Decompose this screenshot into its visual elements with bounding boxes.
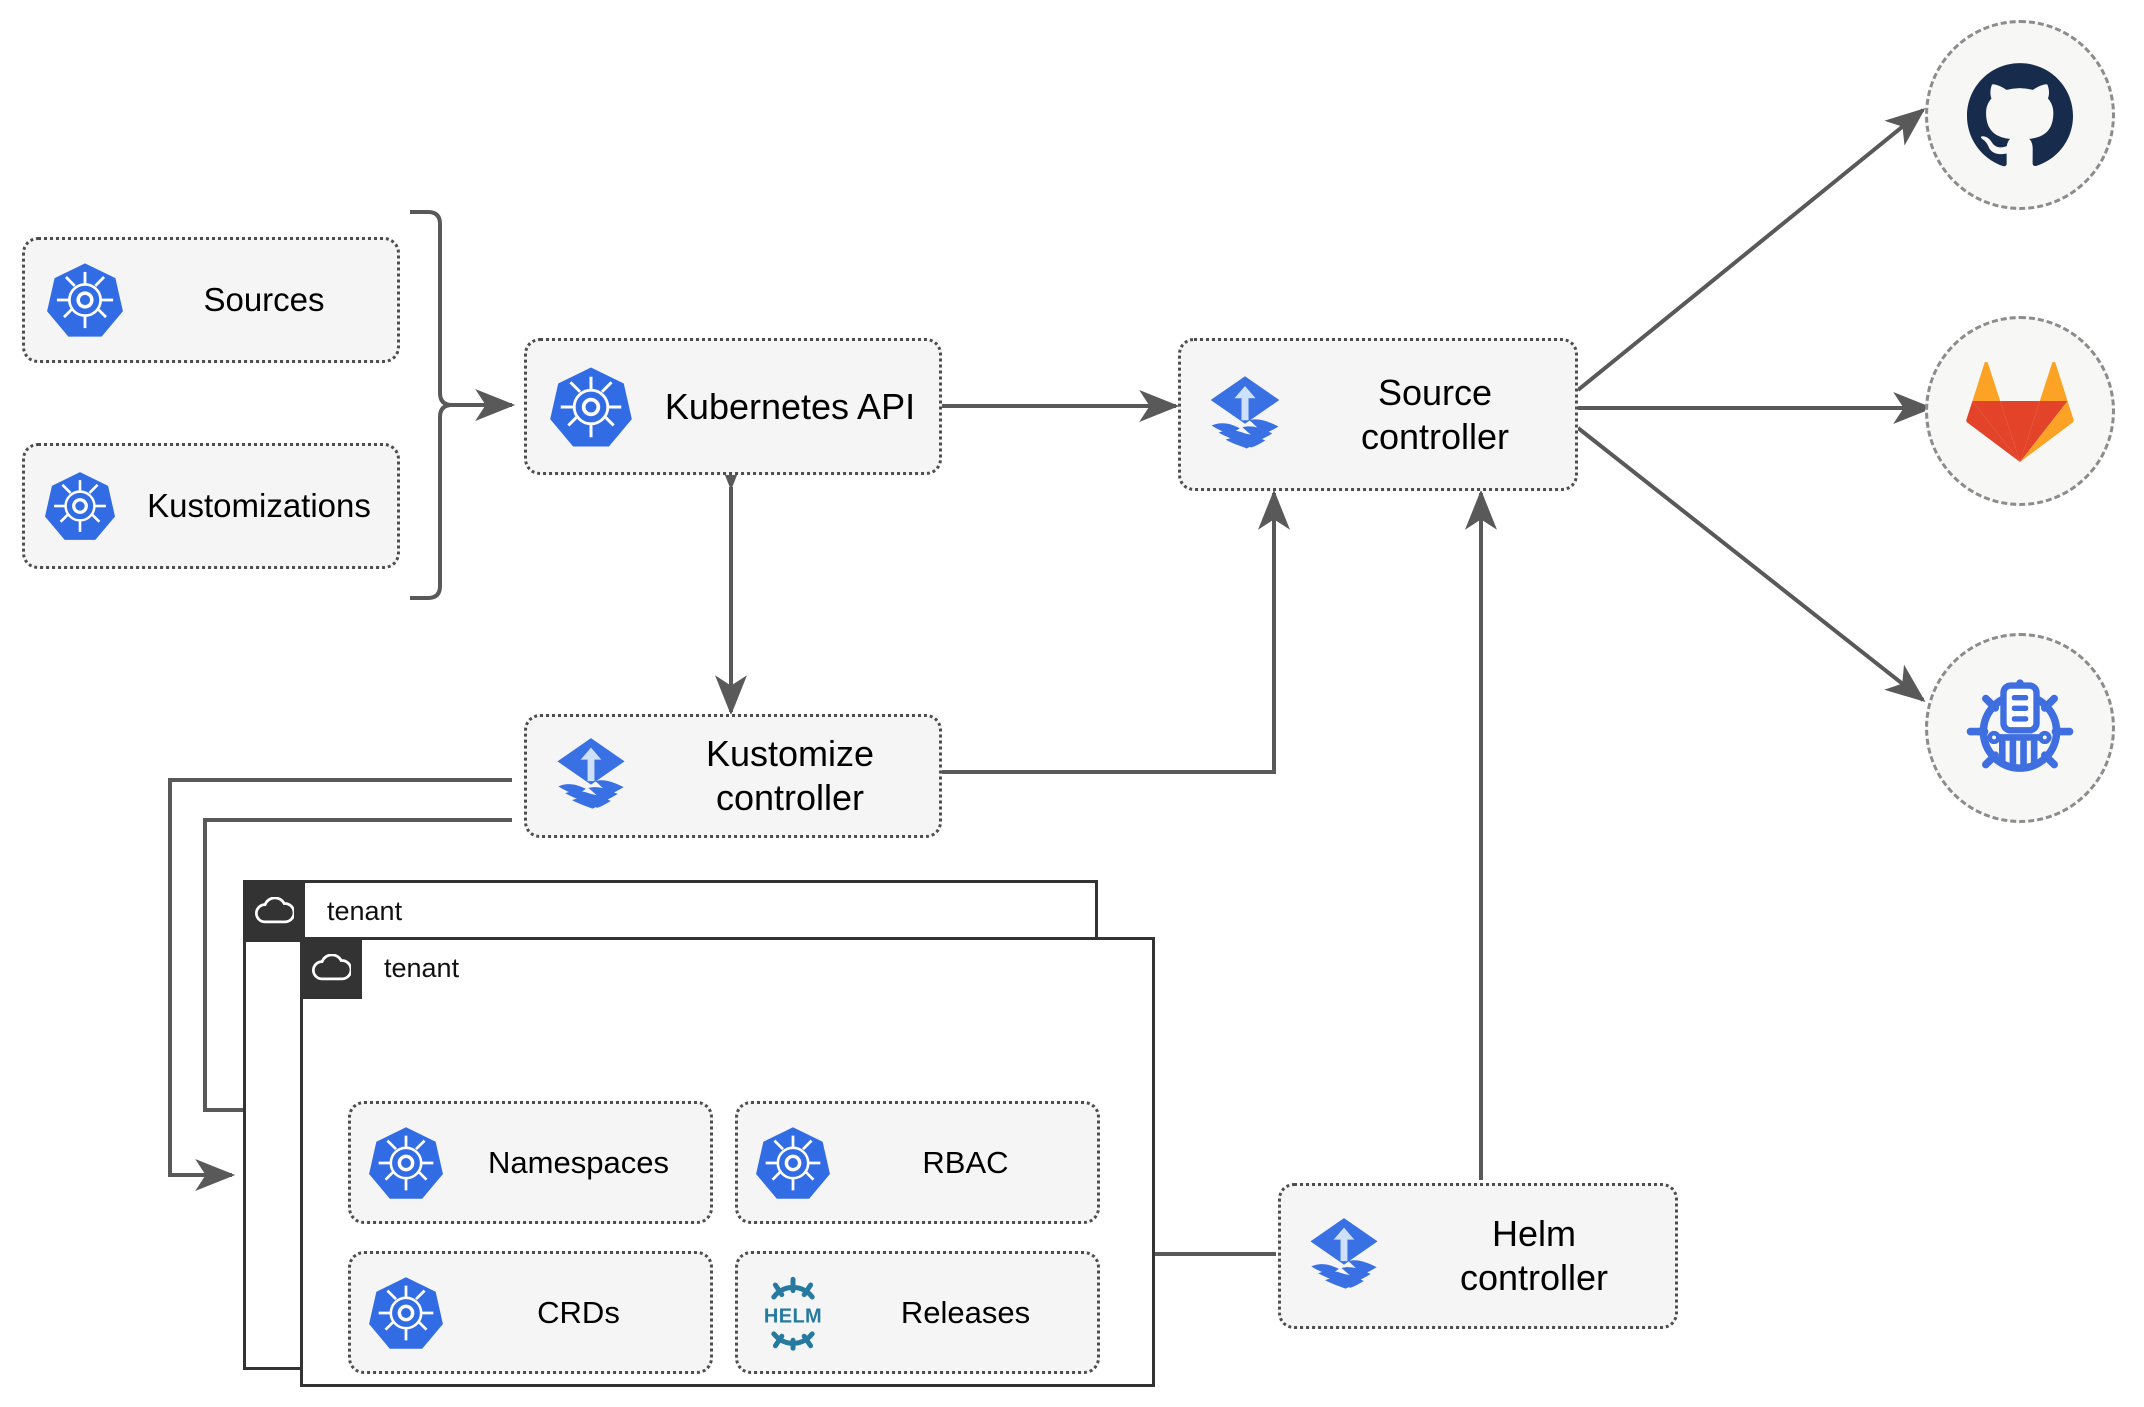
node-label: Namespaces bbox=[488, 1144, 669, 1180]
cloud-icon bbox=[243, 880, 305, 942]
provider-gitlab[interactable] bbox=[1925, 316, 2115, 506]
node-kubernetes-api[interactable]: Kubernetes API bbox=[524, 338, 942, 475]
node-label: Kustomize controller bbox=[705, 733, 875, 818]
tenant-inner[interactable]: tenant bbox=[300, 937, 1155, 1387]
node-label: Helm controller bbox=[1459, 1213, 1609, 1298]
node-sources[interactable]: Sources bbox=[22, 237, 400, 363]
flux-icon bbox=[527, 733, 655, 819]
node-label: RBAC bbox=[922, 1144, 1009, 1180]
tenant-label: tenant bbox=[384, 952, 460, 983]
github-icon bbox=[1967, 63, 2073, 167]
node-label: Releases bbox=[900, 1294, 1031, 1330]
node-label: Sources bbox=[203, 280, 325, 318]
node-label: Kubernetes API bbox=[664, 385, 916, 427]
node-crds[interactable]: CRDs bbox=[348, 1251, 713, 1374]
kubernetes-icon bbox=[738, 1125, 848, 1201]
kubernetes-icon bbox=[351, 1275, 461, 1351]
tenant-header: tenant bbox=[243, 880, 402, 942]
kubernetes-icon bbox=[351, 1125, 461, 1201]
node-rbac[interactable]: RBAC bbox=[735, 1101, 1100, 1224]
node-helm-controller[interactable]: Helm controller bbox=[1278, 1183, 1678, 1329]
provider-github[interactable] bbox=[1925, 20, 2115, 210]
tenant-label: tenant bbox=[327, 895, 403, 926]
kubernetes-icon bbox=[527, 365, 655, 449]
flux-icon bbox=[1181, 371, 1309, 459]
node-label: Kustomizations bbox=[147, 486, 371, 524]
gitlab-icon bbox=[1966, 362, 2074, 462]
kubernetes-icon bbox=[25, 470, 135, 542]
kubernetes-icon bbox=[25, 261, 145, 339]
node-kustomize-controller[interactable]: Kustomize controller bbox=[524, 714, 942, 838]
svg-text:HELM: HELM bbox=[764, 1305, 822, 1327]
node-source-controller[interactable]: Source controller bbox=[1178, 338, 1578, 491]
helm-icon: HELM bbox=[738, 1273, 848, 1353]
node-kustomizations[interactable]: Kustomizations bbox=[22, 443, 400, 569]
node-releases[interactable]: HELM Releases bbox=[735, 1251, 1100, 1374]
provider-bucket[interactable] bbox=[1925, 633, 2115, 823]
node-namespaces[interactable]: Namespaces bbox=[348, 1101, 713, 1224]
node-label: CRDs bbox=[537, 1294, 620, 1330]
node-label: Source controller bbox=[1360, 371, 1510, 457]
tenant-header: tenant bbox=[300, 937, 459, 999]
flux-icon bbox=[1281, 1213, 1407, 1299]
cloud-icon bbox=[300, 937, 362, 999]
helm-repository-icon bbox=[1966, 679, 2074, 772]
